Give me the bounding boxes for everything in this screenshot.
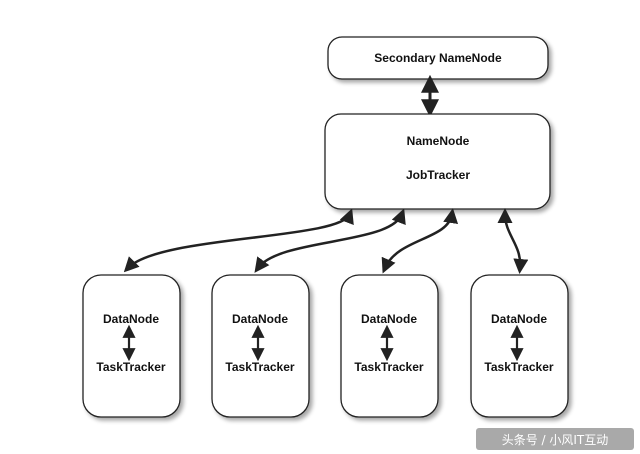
datanode-label: DataNode xyxy=(232,312,288,326)
watermark-text: 头条号 / 小风IT互动 xyxy=(502,433,609,447)
secondary-namenode-label: Secondary NameNode xyxy=(374,51,502,65)
worker-node-box-2: DataNode TaskTracker xyxy=(211,274,310,418)
tasktracker-label: TaskTracker xyxy=(96,360,165,374)
secondary-namenode-box: Secondary NameNode xyxy=(327,36,549,80)
worker-node-box-4: DataNode TaskTracker xyxy=(470,274,569,418)
datanode-label: DataNode xyxy=(103,312,159,326)
master-worker1-connector xyxy=(123,208,354,273)
worker-node-box-1: DataNode TaskTracker xyxy=(82,274,181,418)
namenode-label: NameNode xyxy=(407,134,470,148)
tasktracker-label: TaskTracker xyxy=(354,360,423,374)
master-worker2-connector xyxy=(254,208,406,273)
jobtracker-label: JobTracker xyxy=(406,168,470,182)
datanode-label: DataNode xyxy=(491,312,547,326)
watermark: 头条号 / 小风IT互动 xyxy=(476,428,634,450)
master-worker4-connector xyxy=(497,208,529,274)
tasktracker-label: TaskTracker xyxy=(225,360,294,374)
datanode-label: DataNode xyxy=(361,312,417,326)
master-worker3-connector xyxy=(381,208,459,274)
worker-node-box-3: DataNode TaskTracker xyxy=(340,274,439,418)
tasktracker-label: TaskTracker xyxy=(484,360,553,374)
master-node-box: NameNode JobTracker xyxy=(324,113,551,210)
